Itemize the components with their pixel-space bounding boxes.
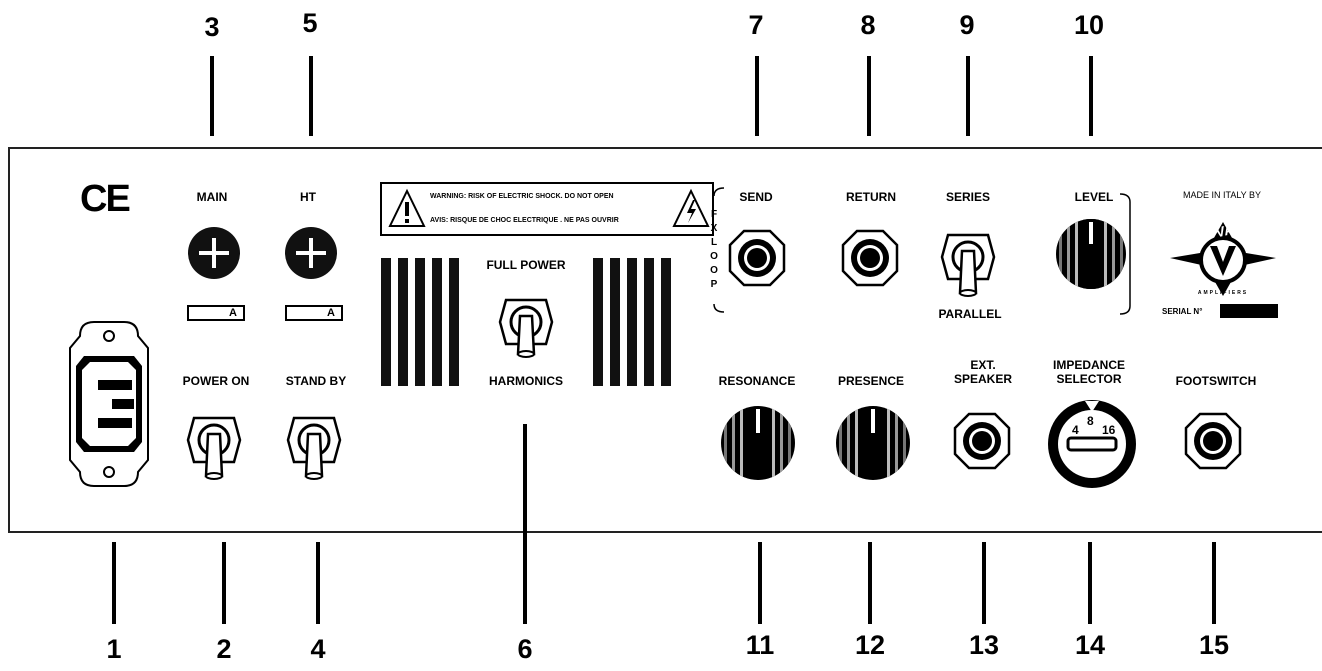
vent-slot (432, 258, 442, 386)
callout-4: 4 (310, 634, 326, 664)
full-power-harmonics-switch[interactable] (496, 292, 556, 358)
full-power-label: FULL POWER (486, 258, 566, 272)
stand-by-label: STAND BY (285, 374, 347, 388)
leader-13 (982, 542, 986, 624)
vent-slot (398, 258, 408, 386)
power-on-label: POWER ON (182, 374, 250, 388)
ht-fuse-holder[interactable] (285, 227, 337, 279)
callout-5: 5 (302, 8, 318, 38)
fx-loop-label: FX LOOP (710, 209, 718, 290)
leader-8 (867, 56, 871, 136)
serial-label: SERIAL N° (1162, 307, 1203, 316)
warning-exclamation-icon (388, 188, 426, 227)
leader-11 (758, 542, 762, 624)
series-label: SERIES (945, 190, 990, 204)
callout-12: 12 (854, 630, 886, 660)
return-label: RETURN (846, 190, 896, 204)
impedance-8-ohm: 8 (1087, 414, 1094, 428)
power-on-switch[interactable] (184, 410, 244, 480)
impedance-label-line2: SELECTOR (1056, 372, 1122, 386)
vent-slot (415, 258, 425, 386)
serial-number-plate (1220, 304, 1278, 318)
send-jack[interactable] (726, 227, 786, 287)
parallel-label: PARALLEL (938, 307, 1002, 321)
leader-5 (309, 56, 313, 136)
warning-text-french: AVIS: RISQUE DE CHOC ELECTRIQUE . NE PAS… (430, 217, 619, 224)
leader-4 (316, 542, 320, 624)
warning-text-english: WARNING: RISK OF ELECTRIC SHOCK. DO NOT … (430, 193, 614, 200)
ht-fuse-rating: A (285, 305, 343, 321)
callout-15: 15 (1198, 630, 1230, 660)
leader-10 (1089, 56, 1093, 136)
vent-slot (449, 258, 459, 386)
resonance-label: RESONANCE (718, 374, 796, 388)
impedance-16-ohm: 16 (1102, 423, 1116, 437)
send-label: SEND (739, 190, 773, 204)
callout-2: 2 (216, 634, 232, 664)
callout-13: 13 (968, 630, 1000, 660)
footswitch-jack[interactable] (1182, 410, 1242, 470)
callout-8: 8 (860, 10, 876, 40)
fx-loop-bracket (713, 187, 725, 313)
ht-fuse-label: HT (300, 190, 316, 204)
vent-slot (627, 258, 637, 386)
impedance-selector[interactable]: 4 8 16 (1046, 398, 1138, 490)
leader-12 (868, 542, 872, 624)
leader-3 (210, 56, 214, 136)
power-inlet[interactable] (66, 318, 152, 490)
level-label: LEVEL (1074, 190, 1114, 204)
ext-speaker-label-line2: SPEAKER (953, 372, 1012, 386)
callout-9: 9 (959, 10, 975, 40)
callout-10: 10 (1073, 10, 1105, 40)
stand-by-switch[interactable] (284, 410, 344, 480)
level-bracket (1119, 193, 1131, 315)
ext-speaker-jack[interactable] (951, 410, 1011, 470)
presence-knob[interactable] (833, 403, 913, 488)
ext-speaker-label-line1: EXT. (970, 358, 996, 372)
vent-slot (644, 258, 654, 386)
main-fuse-holder[interactable] (188, 227, 240, 279)
resonance-knob[interactable] (718, 403, 798, 488)
ce-mark: CE (80, 178, 131, 220)
return-jack[interactable] (839, 227, 899, 287)
vent-slot (610, 258, 620, 386)
callout-11: 11 (745, 630, 775, 660)
leader-15 (1212, 542, 1216, 624)
callout-1: 1 (106, 634, 122, 664)
harmonics-label: HARMONICS (489, 374, 563, 388)
leader-1 (112, 542, 116, 624)
vent-slot (661, 258, 671, 386)
main-fuse-rating: A (187, 305, 245, 321)
impedance-4-ohm: 4 (1072, 423, 1079, 437)
callout-14: 14 (1074, 630, 1106, 660)
leader-7 (755, 56, 759, 136)
electric-shock-icon (672, 188, 710, 227)
leader-9 (966, 56, 970, 136)
logo-subtext: AMPLIFIERS (1198, 290, 1248, 296)
vent-slot (593, 258, 603, 386)
callout-6: 6 (517, 634, 533, 664)
leader-14 (1088, 542, 1092, 624)
made-in-italy-text: MADE IN ITALY BY (1182, 190, 1262, 200)
footswitch-label: FOOTSWITCH (1175, 374, 1257, 388)
level-knob[interactable] (1053, 216, 1129, 297)
warning-box: WARNING: RISK OF ELECTRIC SHOCK. DO NOT … (380, 182, 714, 236)
presence-label: PRESENCE (837, 374, 905, 388)
callout-7: 7 (748, 10, 764, 40)
valve-logo: THE VALVE AMPLIFIERS (1168, 210, 1278, 300)
main-fuse-label: MAIN (196, 190, 228, 204)
leader-6 (523, 424, 527, 624)
vent-slot (381, 258, 391, 386)
leader-2 (222, 542, 226, 624)
impedance-label-line1: IMPEDANCE (1052, 358, 1125, 372)
callout-3: 3 (204, 12, 220, 42)
series-parallel-switch[interactable] (938, 227, 998, 297)
